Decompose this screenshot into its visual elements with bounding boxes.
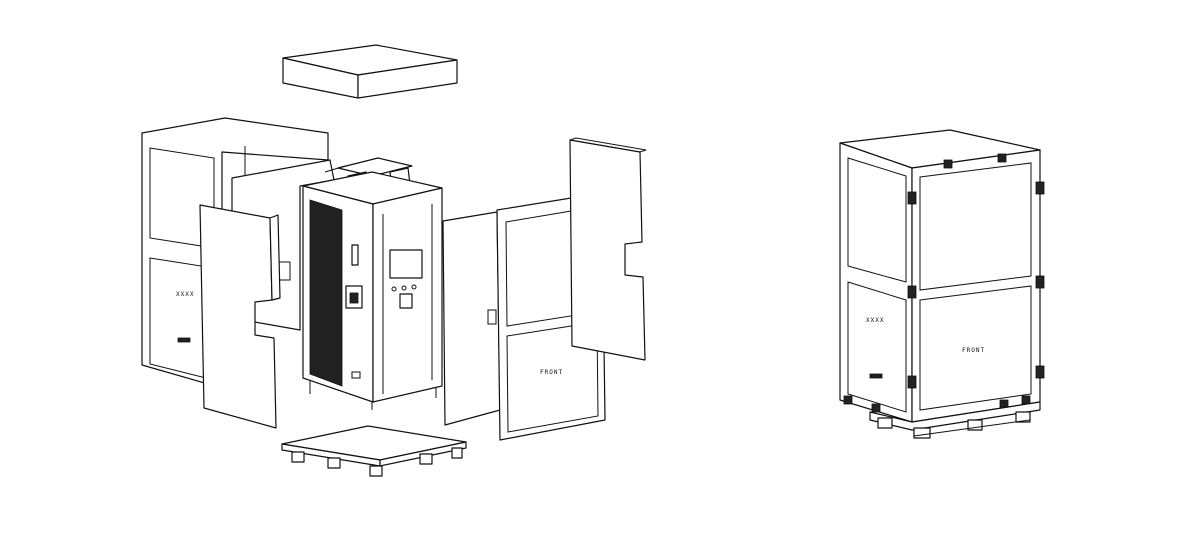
front-socket — [399, 293, 413, 309]
corner-clip — [871, 403, 881, 413]
corner-clip — [907, 191, 917, 205]
pallet-base — [281, 425, 467, 477]
barcode-mark-left — [177, 337, 191, 343]
xxxx-label-left: XXXX — [176, 291, 194, 298]
corner-clip — [997, 153, 1007, 163]
top-lid-panel — [282, 44, 458, 99]
corner-clip — [1035, 275, 1045, 289]
xxxx-label-right: XXXX — [866, 317, 884, 324]
corner-clip — [907, 285, 917, 299]
corner-clip — [843, 395, 853, 405]
corner-clip — [1035, 365, 1045, 379]
assembled-crate-view: XXXX FRONT — [839, 129, 1045, 439]
corner-clip — [1021, 395, 1031, 405]
corner-clip — [907, 375, 917, 389]
cabinet-body — [302, 157, 443, 410]
left-notched-panel — [199, 204, 281, 429]
corner-clip — [943, 159, 953, 169]
hmi-screen — [389, 249, 423, 279]
barcode-mark-right — [869, 373, 883, 379]
front-label-right: FRONT — [962, 347, 985, 354]
right-notched-panel — [569, 137, 647, 361]
corner-clip — [1035, 181, 1045, 195]
front-label-left: FRONT — [540, 369, 563, 376]
exploded-packaging-view: XXXX — [141, 44, 647, 477]
right-inner-panel — [442, 211, 501, 426]
